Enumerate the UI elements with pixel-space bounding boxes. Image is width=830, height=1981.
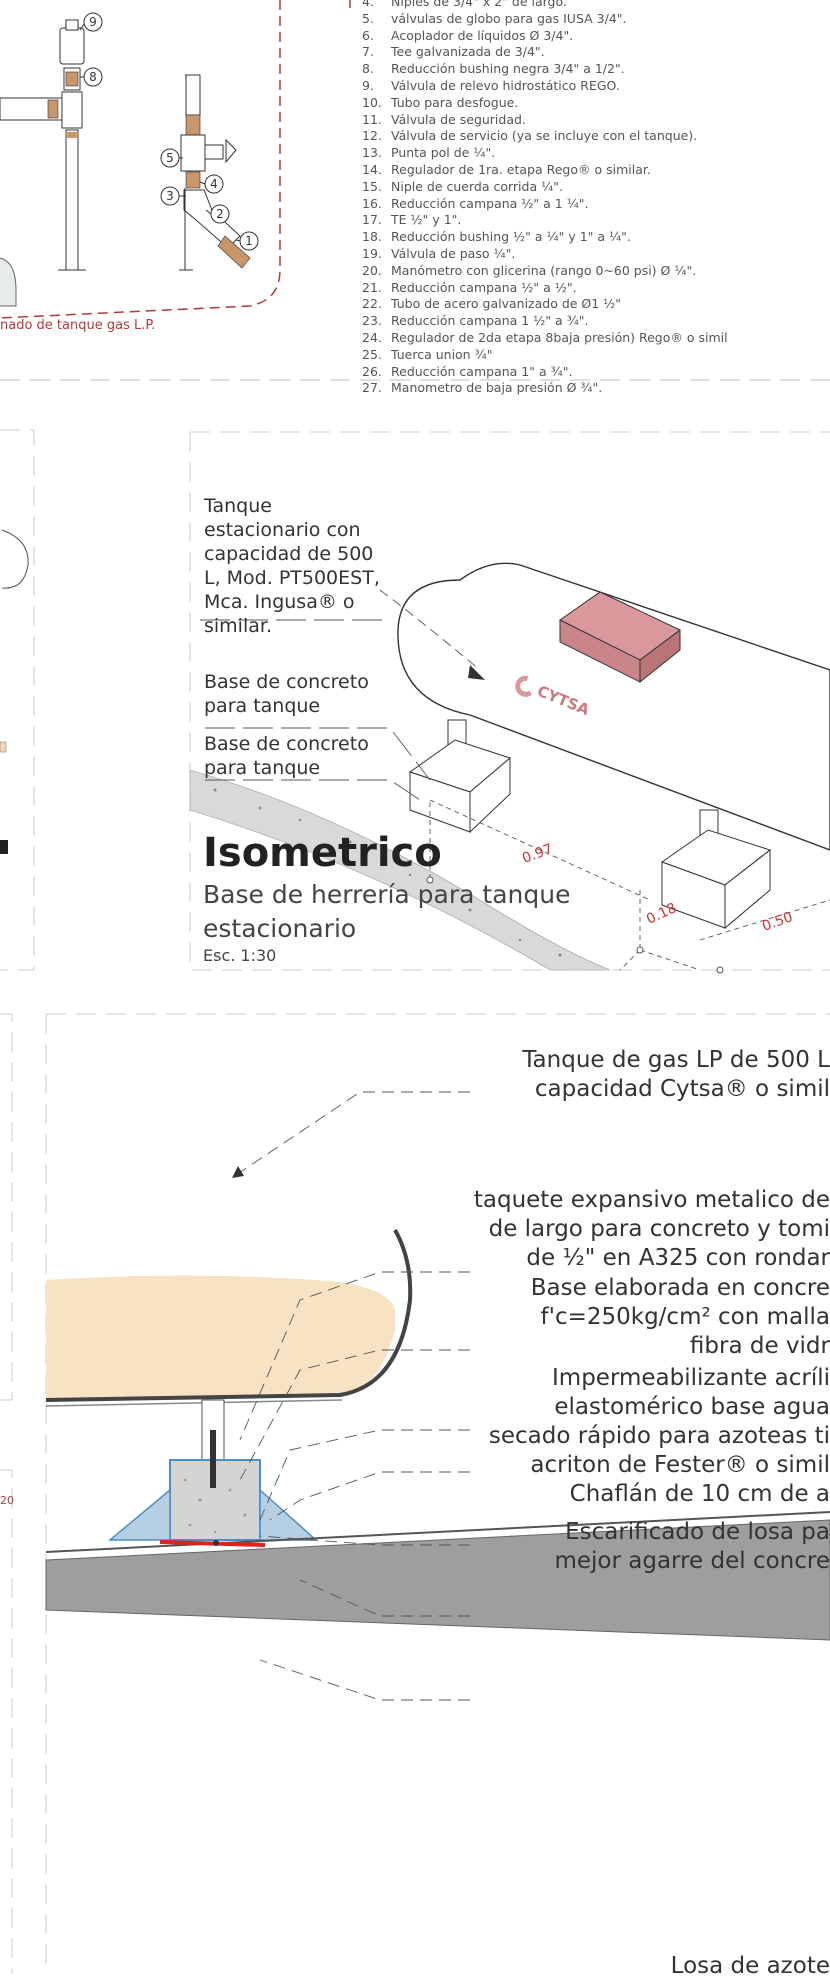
- parts-list-number: 26.: [362, 363, 382, 379]
- list-separator: [0, 0, 830, 381]
- parts-list-number: 14.: [362, 162, 382, 177]
- parts-list-number: 25.: [362, 346, 382, 362]
- balloon-2: 2: [216, 207, 224, 221]
- parts-list-item: 19. Válvula de paso ¼".: [362, 246, 515, 263]
- section-callout-tank: Tanque de gas LP de 500 L capacidad Cyts…: [522, 1047, 830, 1102]
- parts-list-text: TE ½" y 1".: [391, 212, 462, 228]
- valve-detail-caption: nado de tanque gas L.P.: [0, 318, 156, 333]
- isometric-panel: CYTSA: [0, 429, 830, 974]
- isometric-subtitle: Base de herrería para tanque estacionari…: [203, 880, 571, 943]
- parts-list-text: Acoplador de líquidos Ø 3/4".: [391, 27, 574, 43]
- parts-list-text: Regulador de 2da etapa 8baja presión) Re…: [391, 330, 728, 345]
- parts-list-text: Niples de 3/4" x 2" de largo.: [391, 0, 567, 9]
- parts-list-item: 25. Tuerca union ¾": [362, 347, 492, 364]
- balloon-9: 9: [89, 15, 97, 29]
- parts-list-item: 17. TE ½" y 1".: [362, 212, 461, 229]
- iso-callout-base-1: Base de concreto para tanque: [204, 671, 369, 717]
- parts-list-item: 13. Punta pol de ¼".: [362, 145, 495, 162]
- parts-list-number: 10.: [362, 94, 382, 110]
- iso-callout-base-2: Base de concreto para tanque: [204, 733, 369, 779]
- balloon-5: 5: [166, 151, 174, 165]
- parts-list-item: 5. válvulas de globo para gas IUSA 3/4".: [362, 11, 627, 28]
- parts-list-item: 7. Tee galvanizada de 3/4".: [362, 44, 545, 61]
- parts-list-number: 5.: [362, 10, 374, 26]
- parts-list-number: 18.: [362, 229, 382, 245]
- parts-list-number: 23.: [362, 313, 382, 329]
- balloon-8: 8: [89, 70, 97, 84]
- isometric-title: Isometrico: [203, 830, 442, 876]
- parts-list-text: válvulas de globo para gas IUSA 3/4".: [391, 10, 627, 26]
- parts-list-text: Tee galvanizada de 3/4".: [391, 44, 545, 60]
- parts-list-text: Manómetro con glicerina (rango 0~60 psi)…: [391, 262, 697, 278]
- balloon-4: 4: [210, 177, 218, 191]
- parts-list-item: 4. Niples de 3/4" x 2" de largo.: [362, 0, 567, 11]
- parts-list-text: Reducción bushing ½" a ¼" y 1" a ¼".: [391, 229, 631, 245]
- parts-list-number: 8.: [362, 61, 374, 77]
- parts-list-item: 14. Regulador de 1ra. etapa Rego® o simil…: [362, 162, 651, 179]
- parts-list-item: 21. Reducción campana ½" a ½".: [362, 280, 577, 297]
- parts-list-text: Reducción bushing negra 3/4" a 1/2".: [391, 61, 625, 77]
- parts-list-number: 9.: [362, 78, 374, 93]
- parts-list-number: 19.: [362, 246, 382, 261]
- parts-list-item: 10. Tubo para desfogue.: [362, 95, 518, 112]
- parts-list-text: Tubo para desfogue.: [391, 94, 519, 110]
- section-panel: [0, 1013, 830, 1974]
- balloon-1: 1: [245, 234, 253, 248]
- parts-list-text: Punta pol de ¼".: [391, 145, 496, 161]
- parts-list-text: Reducción campana 1 ½" a ¾".: [391, 313, 589, 329]
- parts-list-text: Regulador de 1ra. etapa Rego® o similar.: [391, 162, 651, 177]
- parts-list-text: Manometro de baja presión Ø ¾".: [391, 380, 603, 396]
- valve-assembly-drawing: 9 8 5 4 3 2 1: [0, 0, 281, 319]
- parts-list-item: 18. Reducción bushing ½" a ¼" y 1" a ¼".: [362, 229, 631, 246]
- parts-list-number: 11.: [362, 111, 382, 127]
- parts-list-text: Tuerca union ¾": [391, 346, 493, 362]
- parts-list-item: 22. Tubo de acero galvanizado de Ø1 ½": [362, 296, 621, 313]
- balloon-3: 3: [166, 189, 174, 203]
- parts-list-number: 12.: [362, 128, 382, 144]
- parts-list-item: 26. Reducción campana 1" a ¾".: [362, 364, 572, 381]
- parts-list-number: 20.: [362, 262, 382, 278]
- parts-list-item: 24. Regulador de 2da etapa 8baja presión)…: [362, 330, 728, 347]
- parts-list-item: 15. Niple de cuerda corrida ¼".: [362, 179, 563, 196]
- parts-list-number: 27.: [362, 380, 382, 396]
- parts-list-item: 11. Válvula de seguridad.: [362, 112, 526, 129]
- parts-list-number: 4.: [362, 0, 374, 9]
- iso-callout-tank: Tanque estacionario con capacidad de 500…: [204, 495, 380, 637]
- parts-list-item: 20. Manómetro con glicerina (rango 0~60 p…: [362, 263, 696, 280]
- section-callout-taquete: taquete expansivo metalico de de largo p…: [473, 1187, 830, 1271]
- section-callout-chaflan: Chaflán de 10 cm de a: [569, 1481, 830, 1507]
- parts-list-text: Reducción campana ½" a 1 ¼".: [391, 195, 589, 211]
- parts-list-item: 12. Válvula de servicio (ya se incluye co…: [362, 128, 697, 145]
- parts-list-number: 24.: [362, 330, 382, 345]
- parts-list-number: 21.: [362, 279, 382, 295]
- parts-list-item: 6. Acoplador de líquidos Ø 3/4".: [362, 28, 573, 45]
- parts-list-text: Válvula de relevo hidrostático REGO.: [391, 78, 620, 93]
- parts-list-text: Tubo de acero galvanizado de Ø1 ½": [391, 296, 622, 312]
- parts-list-text: Reducción campana ½" a ½".: [391, 279, 577, 295]
- parts-list-text: Válvula de paso ¼".: [391, 246, 516, 261]
- parts-list-number: 17.: [362, 212, 382, 228]
- parts-list-text: Reducción campana 1" a ¾".: [391, 363, 573, 379]
- parts-list-item: 8. Reducción bushing negra 3/4" a 1/2".: [362, 61, 625, 78]
- parts-list-text: Niple de cuerda corrida ¼".: [391, 178, 563, 194]
- parts-list-text: Válvula de servicio (ya se incluye con e…: [391, 128, 698, 144]
- parts-list-number: 7.: [362, 44, 374, 60]
- parts-list-item: 9. Válvula de relevo hidrostático REGO.: [362, 78, 620, 95]
- parts-list-item: 27. Manometro de baja presión Ø ¾".: [362, 380, 602, 397]
- parts-list-item: 23. Reducción campana 1 ½" a ¾".: [362, 313, 589, 330]
- section-left-fragment: 20: [0, 1494, 14, 1507]
- parts-list-number: 15.: [362, 178, 382, 194]
- parts-list-text: Válvula de seguridad.: [391, 111, 526, 127]
- isometric-scale: Esc. 1:30: [203, 946, 277, 965]
- section-callout-impermeabilizante: Impermeabilizante acríli elastomérico ba…: [488, 1365, 830, 1478]
- section-callout-losa: Losa de azote: [670, 1953, 830, 1979]
- parts-list-number: 16.: [362, 195, 382, 211]
- parts-list-item: 16. Reducción campana ½" a 1 ¼".: [362, 196, 589, 213]
- parts-list-number: 13.: [362, 145, 382, 161]
- parts-list-number: 6.: [362, 27, 374, 43]
- section-callout-escarificado: Escarificado de losa pa mejor agarre del…: [554, 1519, 830, 1574]
- section-callout-base: Base elaborada en concre f'c=250kg/cm² c…: [530, 1275, 830, 1359]
- parts-list-number: 22.: [362, 296, 382, 312]
